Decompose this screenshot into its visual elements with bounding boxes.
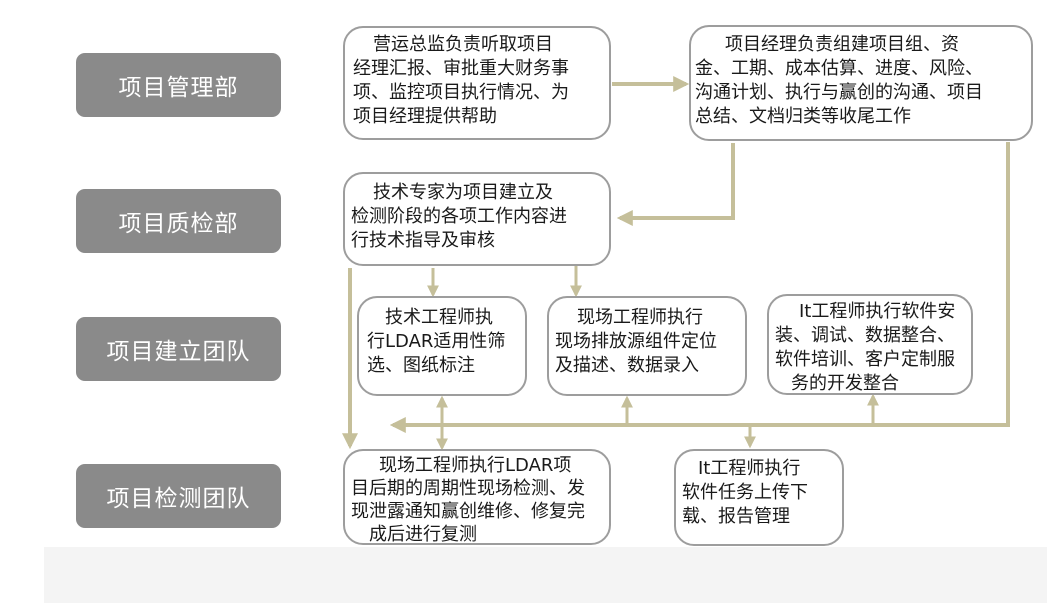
- footer-band: [44, 547, 1047, 603]
- box-line: 载、报告管理: [682, 506, 790, 527]
- dept-label: 项目建立团队: [106, 339, 251, 365]
- box-line: 目后期的周期性现场检测、发: [351, 478, 585, 499]
- box-line: It工程师执行: [698, 458, 801, 479]
- arrow-pm-to-expert: [616, 143, 735, 226]
- box-tech-engineer: 技术工程师执 行LDAR适用性筛 选、图纸标注: [357, 296, 527, 396]
- box-line: 项、监控项目执行情况、为: [353, 82, 569, 103]
- dept-setup-team: 项目建立团队: [76, 317, 281, 381]
- box-line: 现场工程师执行: [577, 307, 703, 328]
- box-line: 经理汇报、审批重大财务事: [353, 58, 569, 79]
- dept-label: 项目检测团队: [106, 486, 251, 512]
- box-line: 务的开发整合: [791, 373, 899, 394]
- box-it-engineer-detect: It工程师执行 软件任务上传下 载、报告管理: [674, 449, 844, 546]
- box-line: 成后进行复测: [369, 524, 477, 545]
- arrow-pm-return-line: [389, 142, 1010, 433]
- dept-project-management: 项目管理部: [76, 53, 281, 117]
- dept-label: 项目管理部: [118, 75, 239, 101]
- dept-detection-team: 项目检测团队: [76, 464, 281, 528]
- dept-quality-inspection: 项目质检部: [76, 189, 281, 253]
- box-line: 检测阶段的各项工作内容进: [351, 206, 567, 227]
- box-line: 项目经理负责组建项目组、资: [725, 34, 959, 55]
- box-line: 现泄露通知赢创维修、修复完: [351, 501, 585, 522]
- box-line: It工程师执行软件安: [799, 301, 956, 322]
- box-tech-expert: 技术专家为项目建立及 检测阶段的各项工作内容进 行技术指导及审核: [343, 172, 611, 266]
- box-line: 软件培训、客户定制服: [775, 349, 955, 370]
- box-line: 现场工程师执行LDAR项: [379, 455, 572, 476]
- box-line: 沟通计划、执行与赢创的沟通、项目: [695, 82, 983, 103]
- box-line: 行技术指导及审核: [351, 230, 495, 251]
- box-field-engineer-setup: 现场工程师执行 现场排放源组件定位 及描述、数据录入: [547, 296, 747, 396]
- box-line: 行LDAR适用性筛: [367, 331, 506, 352]
- box-line: 项目经理提供帮助: [353, 106, 497, 127]
- box-line: 营运总监负责听取项目: [373, 34, 553, 55]
- box-line: 现场排放源组件定位: [555, 331, 717, 352]
- box-line: 装、调试、数据整合、: [775, 325, 955, 346]
- box-ops-director: 营运总监负责听取项目 经理汇报、审批重大财务事 项、监控项目执行情况、为 项目经…: [343, 26, 611, 140]
- box-line: 总结、文档归类等收尾工作: [695, 106, 911, 127]
- box-line: 及描述、数据录入: [555, 355, 699, 376]
- box-field-engineer-detect: 现场工程师执行LDAR项 目后期的周期性现场检测、发 现泄露通知赢创维修、修复完…: [343, 449, 611, 545]
- box-line: 软件任务上传下: [682, 482, 808, 503]
- box-line: 选、图纸标注: [367, 355, 475, 376]
- box-line: 金、工期、成本估算、进度、风险、: [695, 58, 983, 79]
- box-project-manager: 项目经理负责组建项目组、资 金、工期、成本估算、进度、风险、 沟通计划、执行与赢…: [689, 25, 1033, 141]
- box-line: 技术专家为项目建立及: [373, 182, 553, 203]
- box-it-engineer-setup: It工程师执行软件安 装、调试、数据整合、 软件培训、客户定制服 务的开发整合: [767, 294, 973, 395]
- dept-label: 项目质检部: [118, 211, 239, 237]
- box-line: 技术工程师执: [385, 307, 493, 328]
